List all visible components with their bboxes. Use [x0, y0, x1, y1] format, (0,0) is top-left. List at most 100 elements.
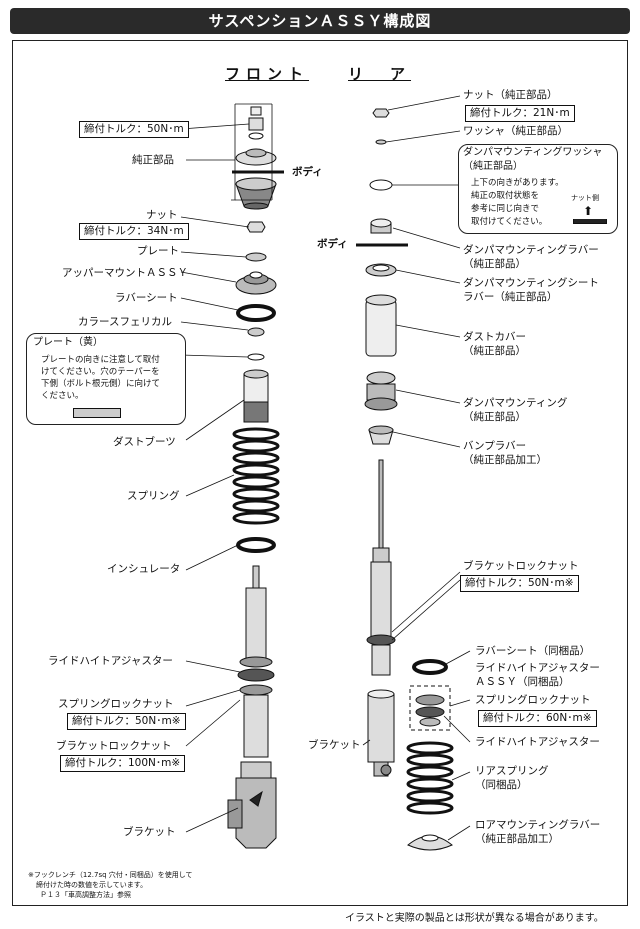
front-plate — [245, 252, 267, 262]
rear-torque-spring-lock: 締付トルク：60N･m※ — [478, 710, 597, 727]
rear-ride-height2-label: ライドハイトアジャスター — [475, 736, 600, 748]
front-top-nut — [248, 106, 264, 140]
disclaimer: イラストと実際の製品とは形状が異なる場合があります。 — [345, 913, 604, 924]
front-spring — [232, 427, 280, 525]
rear-rubber-sheet-label: ラバーシート（同梱品） — [475, 645, 591, 657]
page-title: サスペンションＡＳＳＹ構成図 — [208, 12, 432, 30]
rear-damper-washer — [369, 179, 393, 191]
front-insulator — [236, 537, 276, 553]
front-collar-label: カラースフェリカル — [78, 316, 172, 328]
plate-note-line-4: ください。 — [41, 391, 84, 401]
front-rubber-sheet — [236, 304, 276, 322]
front-spring-lock-nut-label: スプリングロックナット — [58, 698, 174, 710]
front-nut-label: ナット — [146, 209, 178, 221]
front-oem-parts-label: 純正部品 — [132, 154, 174, 166]
rear-bracket-label: ブラケット — [308, 739, 361, 751]
front-rubber-sheet-label: ラバーシート — [115, 292, 178, 304]
rear-ride-height-sub: ＡＳＳＹ（同梱品） — [475, 676, 570, 688]
front-plate-label: プレート — [137, 245, 179, 257]
damper-washer-line-3: 参考に同じ向きで — [471, 204, 540, 214]
up-arrow-icon: ⬆ — [583, 204, 594, 218]
rear-torque-bracket-lock: 締付トルク：50N･m※ — [460, 575, 579, 592]
rear-damper-mounting-label: ダンパマウンティング — [463, 397, 568, 409]
plate-note-line-3: 下側（ボルト根元側）に向けて — [41, 379, 161, 389]
plate-note-line-2: けてください。穴のテーパーを — [41, 367, 160, 377]
rear-dust-cover — [365, 294, 397, 357]
damper-washer-note-box: ダンパマウンティングワッシャ （純正部品） 上下の向きがあります。 純正の取付状… — [458, 144, 618, 234]
front-torque-spring-lock: 締付トルク：50N･m※ — [67, 713, 186, 730]
rear-spring-lock-nut-label: スプリングロックナット — [475, 694, 591, 706]
nut-side-label: ナット側 — [571, 194, 599, 202]
plate-note-box: プレート（黄） プレートの向きに注意して取付 けてください。穴のテーパーを 下側… — [26, 333, 186, 425]
front-shock-body — [237, 565, 275, 758]
damper-washer-title: ダンパマウンティングワッシャ — [463, 147, 603, 158]
front-insulator-label: インシュレータ — [107, 563, 181, 575]
front-dust-boot-label: ダストブーツ — [113, 436, 176, 448]
rear-washer-label: ワッシャ（純正部品） — [463, 125, 568, 137]
front-body-label: ボディ — [292, 166, 323, 178]
damper-washer-line-1: 上下の向きがあります。 — [471, 178, 564, 188]
front-dust-boot — [243, 369, 269, 423]
rear-header: リ ア — [348, 65, 412, 83]
rear-damper-seat-label: ダンパマウンティングシート — [463, 277, 599, 289]
rear-bump-rubber — [368, 425, 394, 445]
front-oem-mount-lower — [235, 177, 277, 210]
damper-washer-sub: （純正部品） — [463, 161, 523, 172]
footnote-line-1: ※フックレンチ（12.7sq 穴付・同梱品）を使用して — [28, 871, 193, 879]
footnote-line-2: 締付けた時の数値を示しています。 — [36, 881, 148, 889]
plate-note-line-1: プレートの向きに注意して取付 — [41, 355, 160, 365]
rear-washer — [375, 139, 387, 145]
title-bar: サスペンションＡＳＳＹ構成図 — [10, 8, 630, 34]
front-plate-yellow — [247, 353, 265, 361]
rear-dust-cover-label: ダストカバー — [463, 331, 526, 343]
rear-bump-rubber-label: バンプラバー — [463, 440, 527, 452]
rear-lower-rubber-label: ロアマウンティングラバー — [475, 819, 601, 831]
rear-nut-label: ナット（純正部品） — [463, 89, 558, 101]
rear-dust-cover-sub: （純正部品） — [463, 345, 526, 357]
rear-shock-body — [366, 459, 396, 676]
rear-spring-label: リアスプリング — [475, 765, 549, 777]
front-bracket — [227, 761, 277, 849]
rear-damper-mounting-sub: （純正部品） — [463, 411, 526, 423]
rear-rubber-sheet — [412, 659, 448, 675]
rear-damper-mounting — [364, 371, 398, 411]
rear-torque-nut: 締付トルク：21N･m — [465, 105, 575, 122]
washer-diagram — [573, 219, 607, 224]
front-bracket-lock-nut-label: ブラケットロックナット — [56, 740, 172, 752]
front-torque-bracket-lock: 締付トルク：100N･m※ — [60, 755, 186, 772]
rear-ride-height-label: ライドハイトアジャスター — [475, 662, 600, 674]
front-ride-height-label: ライドハイトアジャスター — [48, 655, 173, 667]
rear-bracket — [367, 689, 395, 777]
rear-ride-height-adjuster — [415, 694, 445, 727]
footnote-line-3: Ｐ１３「車高調整方法」参照 — [40, 891, 131, 899]
rear-spring-sub: （同梱品） — [475, 779, 528, 791]
front-torque-top: 締付トルク：50N･m — [79, 121, 189, 138]
leader-lines — [180, 95, 471, 841]
front-spring-label: スプリング — [127, 490, 180, 502]
rear-lower-rubber — [407, 834, 453, 851]
rear-damper-rubber-label: ダンパマウンティングラバー — [463, 244, 599, 256]
rear-damper-seat-rubber — [365, 263, 397, 277]
rear-lower-rubber-sub: （純正部品加工） — [475, 833, 559, 845]
rear-nut — [372, 108, 390, 118]
rear-damper-seat-sub: ラバー（純正部品） — [463, 291, 558, 303]
rear-body-label: ボディ — [317, 238, 348, 250]
damper-washer-line-2: 純正の取付状態を — [471, 191, 540, 201]
front-oem-mount — [235, 148, 277, 166]
front-header: フロント — [225, 65, 310, 83]
rear-damper-rubber — [370, 218, 392, 234]
plate-note-title: プレート（黄） — [33, 337, 103, 348]
rear-damper-rubber-sub: （純正部品） — [463, 258, 526, 270]
front-nut — [246, 221, 266, 233]
plate-diagram — [73, 408, 121, 418]
damper-washer-line-4: 取付けてください。 — [471, 217, 548, 227]
front-collar — [247, 327, 265, 337]
front-upper-mount-label: アッパーマウントＡＳＳＹ — [62, 267, 188, 279]
diagram-frame — [12, 40, 628, 906]
front-torque-nut: 締付トルク：34N･m — [79, 223, 189, 240]
rear-spring — [406, 741, 454, 815]
rear-bump-rubber-sub: （純正部品加工） — [463, 454, 547, 466]
front-upper-mount — [235, 271, 277, 295]
rear-bracket-lock-nut-label: ブラケットロックナット — [463, 560, 579, 572]
